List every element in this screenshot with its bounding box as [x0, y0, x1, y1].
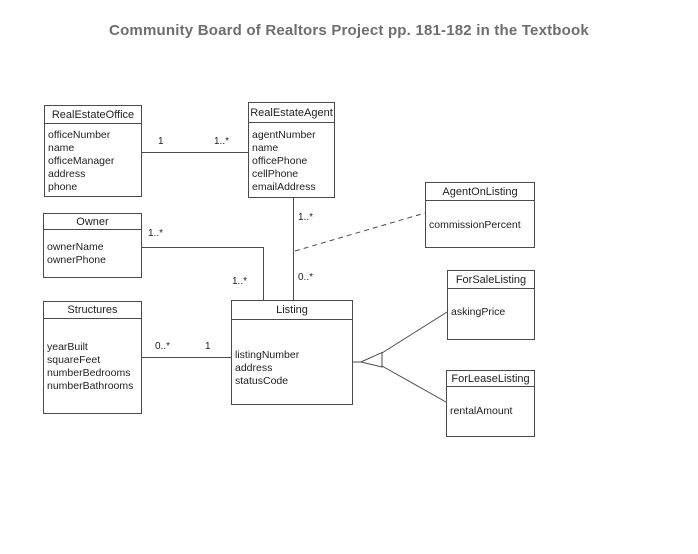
multiplicity-agent-listing-top: 1..* — [298, 212, 314, 223]
class-name: Structures — [44, 302, 141, 319]
assoc-owner-listing-line — [142, 247, 264, 300]
class-name: RealEstateOffice — [45, 106, 141, 124]
class-name: ForLeaseListing — [447, 371, 534, 387]
class-attribute: agentNumber — [252, 129, 316, 141]
class-attribute: emailAddress — [252, 181, 316, 193]
class-attribute: officeManager — [48, 155, 115, 167]
class-attribute: yearBuilt — [47, 341, 88, 353]
generalization-line-forleaselisting — [381, 365, 447, 403]
class-attribute: address — [235, 362, 273, 374]
class-attribute: officeNumber — [48, 129, 111, 141]
class-attribute: address — [48, 168, 86, 180]
class-attribute: rentalAmount — [450, 405, 513, 417]
class-attribute: phone — [48, 181, 78, 193]
class-box-forsalelisting: ForSaleListing askingPrice — [447, 270, 535, 340]
class-name: ForSaleListing — [448, 271, 534, 289]
class-attribute: name — [48, 142, 75, 154]
class-attribute: numberBathrooms — [47, 380, 134, 392]
class-attribute: statusCode — [235, 375, 289, 387]
class-name: AgentOnListing — [426, 183, 534, 201]
class-box-forleaselisting: ForLeaseListing rentalAmount — [446, 370, 535, 437]
class-attribute: name — [252, 142, 279, 154]
class-attribute: askingPrice — [451, 306, 506, 318]
class-box-listing: Listing listingNumber address statusCode — [231, 300, 353, 405]
diagram-title: Community Board of Realtors Project pp. … — [109, 22, 589, 39]
class-attribute: numberBedrooms — [47, 367, 131, 379]
class-name: RealEstateAgent — [249, 103, 334, 123]
association-class-dashed-link — [294, 212, 426, 252]
multiplicity-owner-listing-side: 1..* — [232, 276, 248, 287]
class-box-realestateoffice: RealEstateOffice officeNumber name offic… — [44, 105, 142, 197]
class-attribute: ownerPhone — [47, 254, 106, 266]
class-box-structures: Structures yearBuilt squareFeet numberBe… — [43, 301, 142, 414]
class-attribute: commissionPercent — [429, 219, 521, 231]
class-name: Owner — [44, 214, 141, 230]
multiplicity-office-side: 1 — [158, 136, 164, 147]
class-box-owner: Owner ownerName ownerPhone — [43, 213, 142, 278]
class-box-agentonlisting: AgentOnListing commissionPercent — [425, 182, 535, 248]
class-attribute: officePhone — [252, 155, 308, 167]
multiplicity-structures-listing-side: 1 — [205, 341, 211, 352]
class-name: Listing — [232, 301, 352, 320]
class-box-realestateagent: RealEstateAgent agentNumber name officeP… — [248, 102, 335, 198]
multiplicity-structures-side: 0..* — [155, 341, 171, 352]
class-attribute: listingNumber — [235, 349, 300, 361]
multiplicity-owner-side: 1..* — [148, 228, 164, 239]
class-attribute: cellPhone — [252, 168, 299, 180]
class-attribute: ownerName — [47, 241, 104, 253]
class-attribute: squareFeet — [47, 354, 101, 366]
generalization-triangle-icon — [359, 351, 383, 368]
multiplicity-agent-side: 1..* — [214, 136, 230, 147]
multiplicity-agent-listing-bottom: 0..* — [298, 272, 314, 283]
generalization-line-forsalelisting — [381, 311, 448, 354]
